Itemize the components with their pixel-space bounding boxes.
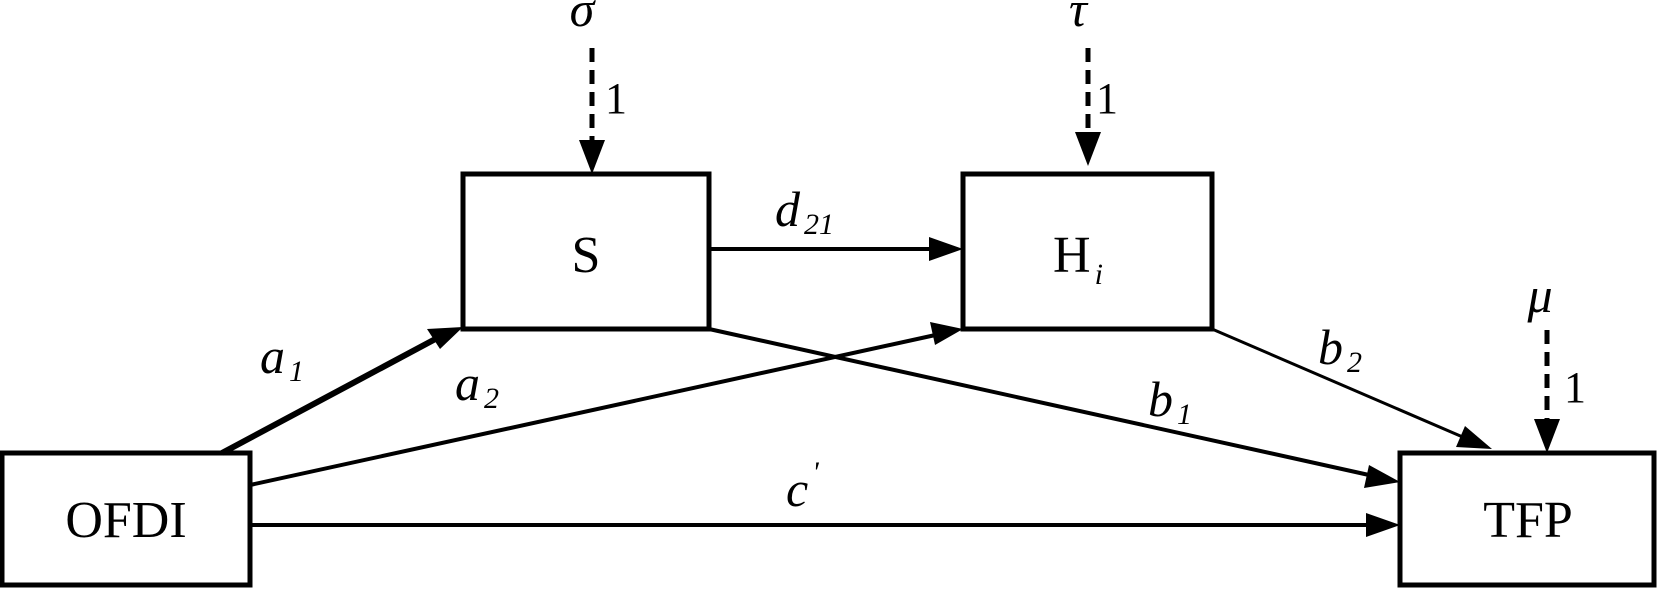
arrowhead-tau [1075, 132, 1101, 166]
mu-weight: 1 [1564, 363, 1586, 412]
ofdi-box [0, 450, 253, 588]
arrow-a1 [220, 333, 443, 456]
tau-symbol: τ [1069, 0, 1089, 37]
arrowhead-a2 [930, 322, 963, 345]
arrowhead-b2 [1456, 426, 1492, 449]
sigma-symbol: σ [570, 0, 597, 37]
arrowhead-c-prime [1366, 513, 1400, 537]
arrowhead-b1 [1364, 465, 1400, 488]
h-main: H [1053, 227, 1091, 284]
ofdi-label: OFDI [65, 492, 186, 549]
s-label: S [572, 227, 601, 284]
arrow-a2 [249, 332, 941, 487]
arrowhead-a1 [427, 327, 463, 349]
arrow-b2 [1211, 327, 1473, 443]
s-box [460, 171, 712, 332]
sigma-weight: 1 [605, 74, 627, 123]
label-c-prime: c' [786, 456, 819, 517]
h-box [960, 171, 1215, 332]
arrowhead-d21 [929, 237, 963, 261]
tfp-box [1397, 450, 1657, 588]
tfp-label: TFP [1483, 492, 1573, 549]
arrow-b1 [708, 327, 1379, 479]
arrowhead-sigma [579, 140, 605, 174]
h-subscript: i [1095, 258, 1103, 291]
arrowhead-mu [1534, 419, 1560, 453]
mu-symbol: μ [1526, 267, 1552, 323]
tau-weight: 1 [1096, 74, 1118, 123]
